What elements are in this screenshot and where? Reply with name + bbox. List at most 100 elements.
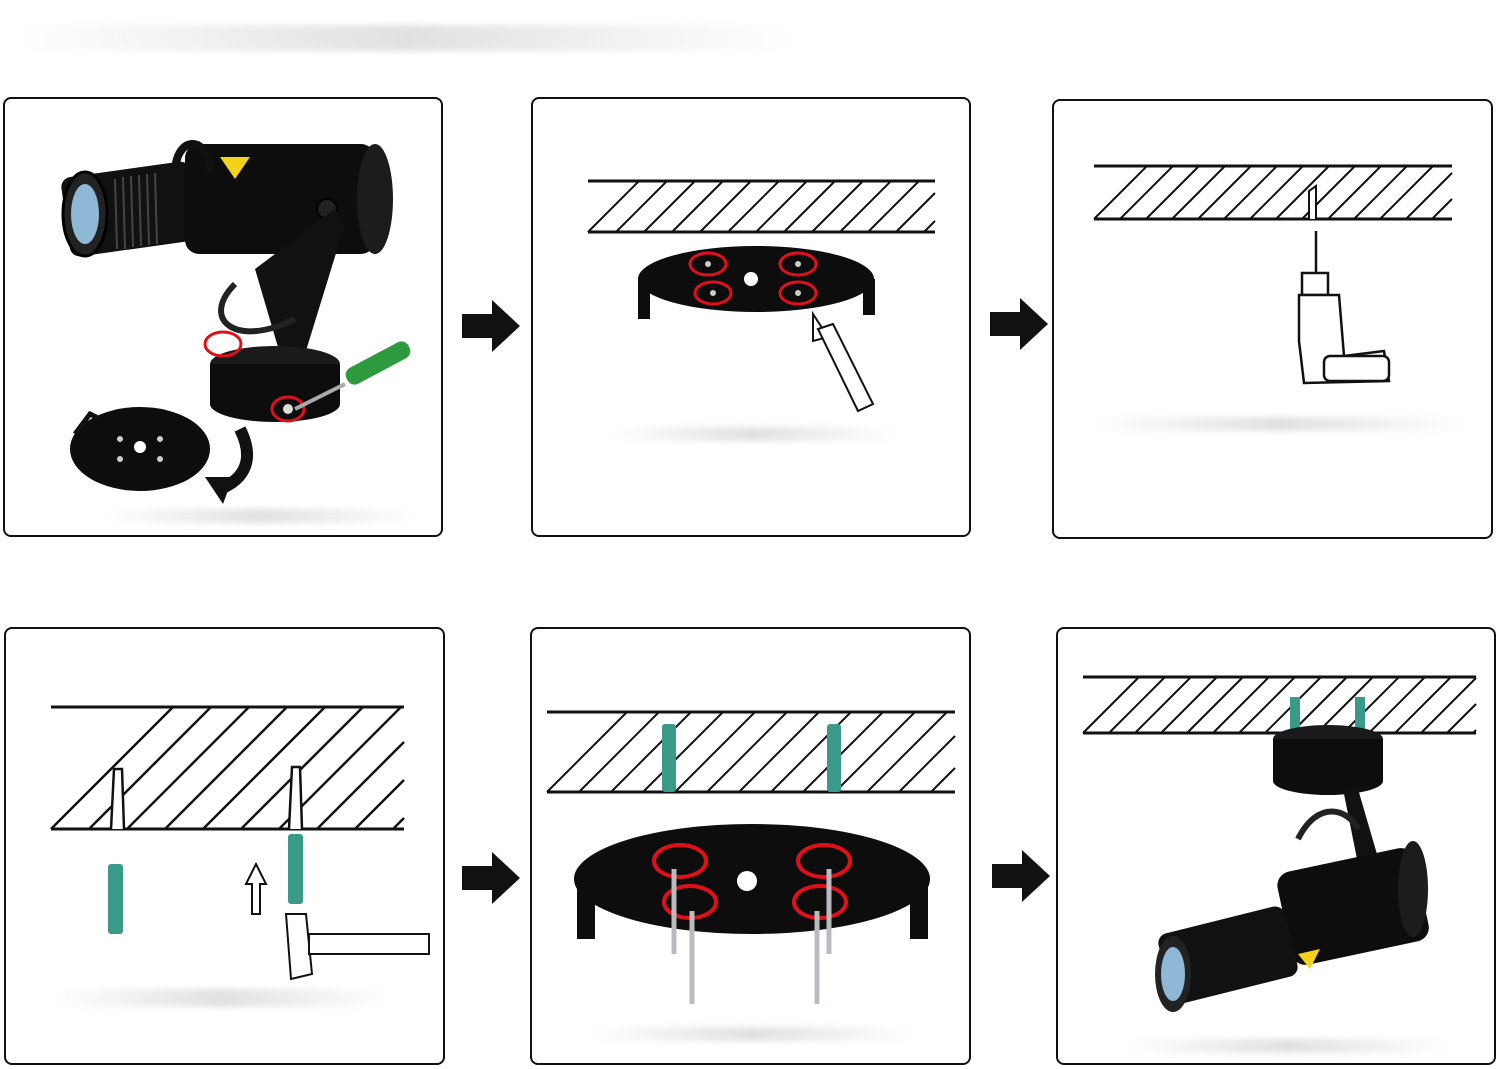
hatch-line: [1472, 729, 1477, 734]
hatch-line: [923, 220, 936, 233]
hatch-line: [895, 192, 936, 233]
hatch-line: [88, 706, 212, 830]
highlight-marker: [270, 395, 306, 423]
hatch-line: [834, 711, 916, 793]
ceiling-section: [546, 710, 956, 794]
header-band: [20, 25, 790, 51]
projector-body: [171, 140, 393, 254]
projector-body: [1277, 841, 1429, 969]
hatch-line: [1197, 165, 1252, 220]
right-arrow-icon: [462, 300, 520, 352]
hatch-line: [1316, 676, 1374, 734]
wall-anchor: [662, 724, 676, 792]
base-plate: [70, 407, 210, 491]
hatch-line: [1119, 165, 1174, 220]
hatch-line: [1368, 676, 1426, 734]
ceiling-section: [587, 179, 936, 234]
right-arrow-icon: [990, 298, 1048, 350]
hatch-line: [674, 711, 756, 793]
hatch-line: [126, 706, 250, 830]
ceiling-section: [1082, 675, 1477, 735]
hatch-line: [1212, 676, 1270, 734]
hatch-line: [671, 180, 724, 233]
hammer-icon: [284, 913, 430, 981]
hatch-line: [578, 711, 660, 793]
hatch-line: [1420, 677, 1477, 734]
hatch-line: [1082, 676, 1140, 734]
hatch-line: [240, 706, 364, 830]
step-5-panel: [530, 627, 971, 1065]
step-4-panel: [4, 627, 445, 1065]
hatch-line: [1134, 676, 1192, 734]
ceiling-section: [50, 705, 405, 831]
step-2-panel: [531, 97, 971, 537]
hatch-line: [1160, 676, 1218, 734]
hatch-line: [839, 180, 892, 233]
screwdriver-icon: [294, 341, 411, 411]
projector-base: [1273, 725, 1383, 795]
step-2-illustration: [587, 179, 936, 413]
step-5-illustration: [546, 710, 956, 1004]
hatch-line: [1275, 165, 1330, 220]
ceiling-section: [1093, 164, 1453, 221]
pencil-icon: [812, 310, 875, 413]
hatch-line: [755, 180, 808, 233]
hatch-line: [610, 711, 692, 793]
hatch-line: [615, 180, 668, 233]
hatch-line: [1405, 172, 1453, 220]
laser-warning-label: [1298, 949, 1320, 969]
base-plate: [574, 824, 930, 939]
hatch-line: [802, 711, 884, 793]
wall-anchor: [108, 864, 123, 934]
hatch-line: [727, 180, 780, 233]
hatch-line: [738, 711, 820, 793]
step-6-panel: [1056, 627, 1496, 1065]
projector-lens: [61, 161, 199, 258]
hatch-line: [699, 180, 752, 233]
hatch-line: [867, 180, 920, 233]
hatch-line: [1171, 165, 1226, 220]
hatch-line: [811, 180, 864, 233]
hatch-line: [1238, 676, 1296, 734]
hatch-line: [354, 779, 405, 830]
projector-bracket: [218, 209, 345, 354]
base-plate: [638, 246, 875, 319]
step-3-panel: [1052, 99, 1493, 539]
hatch-line: [642, 711, 724, 793]
wall-anchor: [1290, 697, 1300, 737]
hatch-line: [1249, 165, 1304, 220]
projector-base: [210, 346, 340, 422]
hatch-line: [1379, 165, 1434, 220]
hatch-line: [392, 817, 405, 830]
hatch-line: [1446, 703, 1477, 734]
hatch-line: [202, 706, 326, 830]
hatch-line: [783, 180, 836, 233]
step-3-illustration: [1093, 164, 1453, 385]
hatch-line: [1186, 676, 1244, 734]
hatch-line: [930, 767, 956, 793]
hatch-line: [1093, 165, 1148, 220]
hatch-line: [1342, 676, 1400, 734]
hatch-line: [546, 711, 628, 793]
hatch-line: [898, 735, 956, 793]
highlight-marker: [203, 330, 243, 358]
screws: [671, 869, 832, 1004]
right-arrow-icon: [462, 852, 520, 904]
hatch-line: [164, 706, 288, 830]
laser-warning-label: [220, 157, 250, 179]
hatch-line: [1327, 165, 1382, 220]
hatch-line: [1223, 165, 1278, 220]
hatch-line: [1290, 676, 1348, 734]
right-arrow-icon: [992, 850, 1050, 902]
drill-icon: [1297, 231, 1391, 385]
wall-anchor: [827, 724, 841, 792]
hatch-line: [1145, 165, 1200, 220]
hatch-line: [706, 711, 788, 793]
hatch-line: [1353, 165, 1408, 220]
hatch-line: [866, 711, 948, 793]
hatch-line: [1108, 676, 1166, 734]
wall-anchor: [288, 834, 303, 904]
step-4-illustration: [50, 705, 430, 981]
step-1-illustration: [61, 140, 411, 504]
hatch-line: [50, 706, 174, 830]
